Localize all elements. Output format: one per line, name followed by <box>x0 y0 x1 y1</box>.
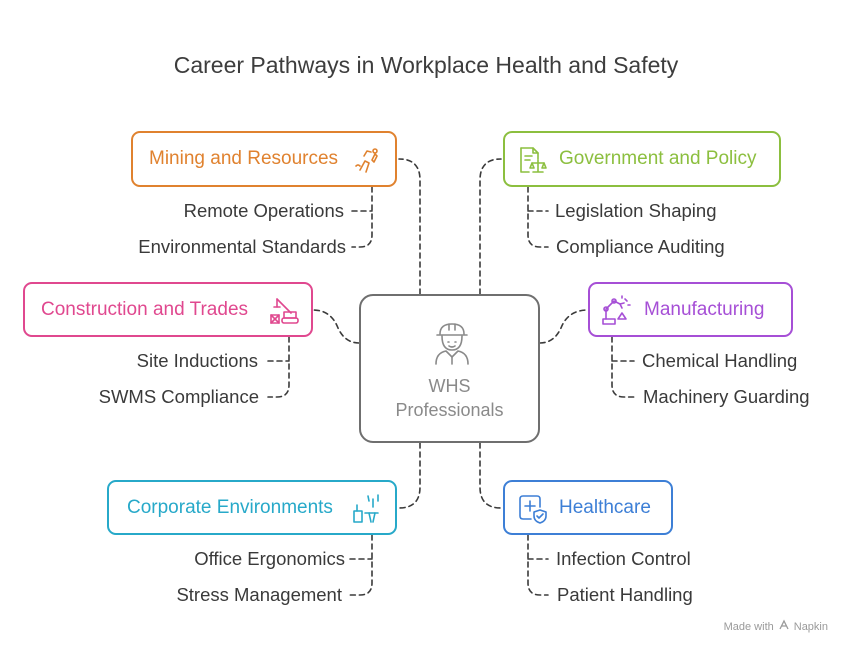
connector-healthcare <box>479 442 502 509</box>
mining-tools-icon <box>353 146 381 179</box>
government-item-1: Legislation Shaping <box>555 200 717 221</box>
manufacturing-item-1: Chemical Handling <box>642 350 798 371</box>
office-desk-icon <box>351 493 383 530</box>
connector-construction <box>312 309 360 344</box>
branch-government: Government and Policy <box>503 131 781 187</box>
brand-prefix: Made with <box>723 620 774 633</box>
construction-item-2: SWMS Compliance <box>98 386 259 407</box>
legal-document-scales-icon <box>517 145 547 180</box>
robotic-arm-icon <box>600 295 632 332</box>
branch-mining-label: Mining and Resources <box>149 148 339 169</box>
branch-corporate: Corporate Environments <box>107 480 397 535</box>
government-item-2: Compliance Auditing <box>556 236 725 257</box>
healthcare-item-1: Infection Control <box>556 548 691 569</box>
branch-healthcare: Healthcare <box>503 480 673 535</box>
mining-item-2: Environmental Standards <box>138 236 346 257</box>
branch-manufacturing-label: Manufacturing <box>644 298 765 320</box>
connector-corporate <box>398 442 421 509</box>
worker-helmet-icon <box>430 320 474 371</box>
page-title: Career Pathways in Workplace Health and … <box>173 52 679 78</box>
crane-icon <box>269 295 301 332</box>
medical-shield-icon <box>517 493 549 530</box>
branch-construction-label: Construction and Trades <box>41 298 249 320</box>
brand-name: Napkin <box>793 620 828 633</box>
branch-healthcare-label: Healthcare <box>559 496 651 518</box>
connector-mining <box>398 158 421 295</box>
branch-corporate-label: Corporate Environments <box>127 496 333 518</box>
healthcare-item-2: Patient Handling <box>557 584 693 605</box>
branch-mining: Mining and Resources <box>131 131 397 187</box>
center-label-line1: WHS <box>428 376 471 396</box>
center-label-line2: Professionals <box>395 400 504 420</box>
mining-item-1: Remote Operations <box>183 200 344 221</box>
center-node: WHS Professionals <box>359 294 540 443</box>
brand-footer: Made with Napkin <box>724 619 828 634</box>
branch-construction: Construction and Trades <box>23 282 313 337</box>
connector-manufacturing <box>539 309 589 344</box>
connector-government <box>479 158 502 295</box>
branch-manufacturing: Manufacturing <box>588 282 793 337</box>
construction-item-1: Site Inductions <box>136 350 258 371</box>
branch-government-label: Government and Policy <box>559 148 757 169</box>
corporate-item-1: Office Ergonomics <box>194 548 345 569</box>
napkin-logo-icon <box>778 619 790 634</box>
corporate-item-2: Stress Management <box>176 584 342 605</box>
manufacturing-item-2: Machinery Guarding <box>643 386 810 407</box>
